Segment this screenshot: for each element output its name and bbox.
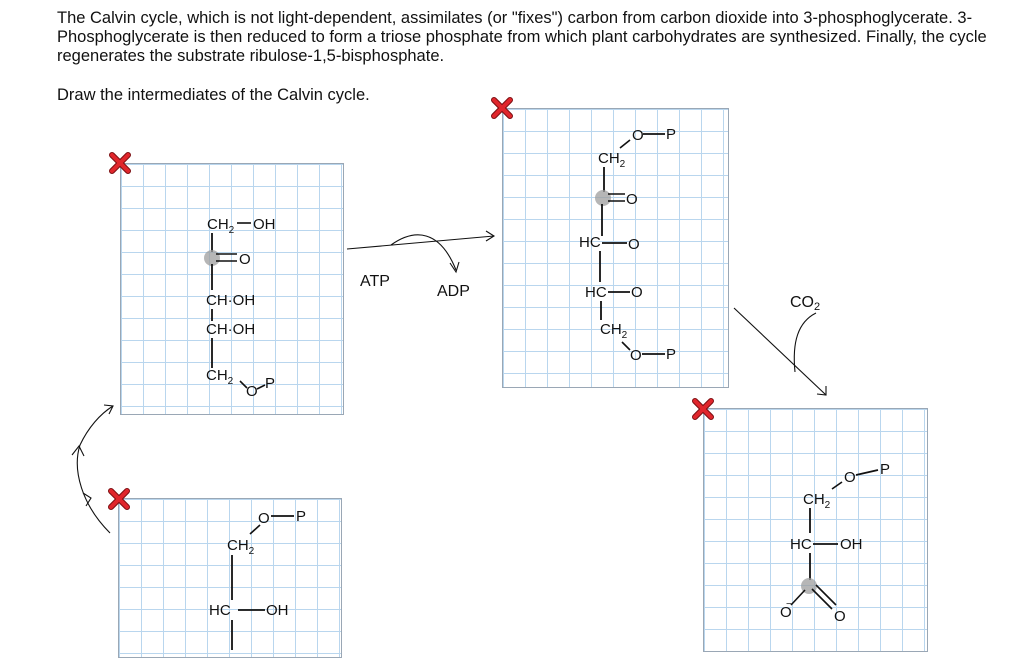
o-label: O	[246, 383, 258, 400]
hc-label: HC	[579, 234, 601, 251]
molecule-ribulose-bisphosphate: CH2 OH O CH·OH CH·OH CH2 O P	[204, 216, 276, 400]
drawing-canvas-2[interactable]	[502, 108, 729, 388]
o-label: O	[632, 127, 644, 144]
molecule-phosphoglycerate: O P CH2 HC OH O − O	[780, 461, 890, 625]
negative-charge: −	[786, 599, 792, 610]
o-label: O	[628, 236, 640, 253]
oh-label: OH	[266, 602, 289, 619]
delete-canvas-4-button[interactable]	[108, 488, 130, 510]
bond	[249, 524, 261, 535]
p-label: P	[880, 461, 890, 478]
question-intro: The Calvin cycle, which is not light-dep…	[57, 9, 987, 65]
drawing-canvas-1[interactable]	[120, 163, 344, 415]
ch2-label: CH2	[598, 150, 626, 170]
close-icon	[491, 97, 513, 119]
delete-canvas-2-button[interactable]	[491, 97, 513, 119]
atp-label: ATP	[360, 273, 390, 290]
close-icon	[108, 488, 130, 510]
bond	[621, 341, 631, 351]
hc-label: HC	[585, 284, 607, 301]
drawing-canvas-3[interactable]	[703, 408, 928, 652]
carbonyl-o-label: O	[626, 191, 638, 208]
arrow-4-to-1	[71, 404, 114, 534]
o-label: O	[630, 347, 642, 364]
bond	[855, 469, 879, 476]
o-label: O	[844, 469, 856, 486]
p-label: P	[296, 508, 306, 525]
bond	[256, 384, 266, 390]
delete-canvas-1-button[interactable]	[109, 152, 131, 174]
ch2oh-label: CH2	[207, 216, 235, 236]
ch2-label: CH2	[803, 491, 831, 511]
carboxylate-o-label: O	[780, 604, 792, 621]
hc-label: HC	[790, 536, 812, 553]
close-icon	[692, 398, 714, 420]
oh-label: OH	[253, 216, 276, 233]
ch2-label: CH2	[600, 321, 628, 341]
close-icon	[109, 152, 131, 174]
p-label: P	[666, 126, 676, 143]
bond	[831, 481, 843, 490]
arrow-2-to-3	[733, 307, 827, 396]
selected-atom[interactable]	[204, 250, 220, 266]
bond	[790, 589, 806, 606]
p-label: P	[666, 346, 676, 363]
drawing-canvas-4[interactable]	[118, 498, 342, 658]
choh-label: CH·OH	[206, 292, 255, 309]
double-bond	[811, 588, 833, 610]
delete-canvas-3-button[interactable]	[692, 398, 714, 420]
bond	[239, 380, 248, 389]
bond	[619, 139, 631, 149]
arrow-1-to-2	[346, 230, 496, 274]
adp-label: ADP	[437, 283, 470, 300]
hc-label: HC	[209, 602, 231, 619]
molecule-bottom-left: O P CH2 HC OH	[209, 508, 306, 650]
carbonyl-o-label: O	[239, 251, 251, 268]
selected-atom[interactable]	[595, 190, 611, 206]
double-bond	[815, 584, 837, 606]
p-label: P	[265, 375, 275, 392]
co2-label: CO2	[790, 294, 820, 313]
choh-label: CH·OH	[206, 321, 255, 338]
ch2-label: CH2	[227, 537, 255, 557]
molecule-bisphosphate-intermediate: O P CH2 O HC O HC O CH2 O P	[579, 126, 676, 364]
o-label: O	[631, 284, 643, 301]
ch2-label: CH2	[206, 367, 234, 387]
oh-label: OH	[840, 536, 863, 553]
question-prompt: Draw the intermediates of the Calvin cyc…	[57, 86, 370, 104]
carbonyl-o-label: O	[834, 608, 846, 625]
o-label: O	[258, 510, 270, 527]
